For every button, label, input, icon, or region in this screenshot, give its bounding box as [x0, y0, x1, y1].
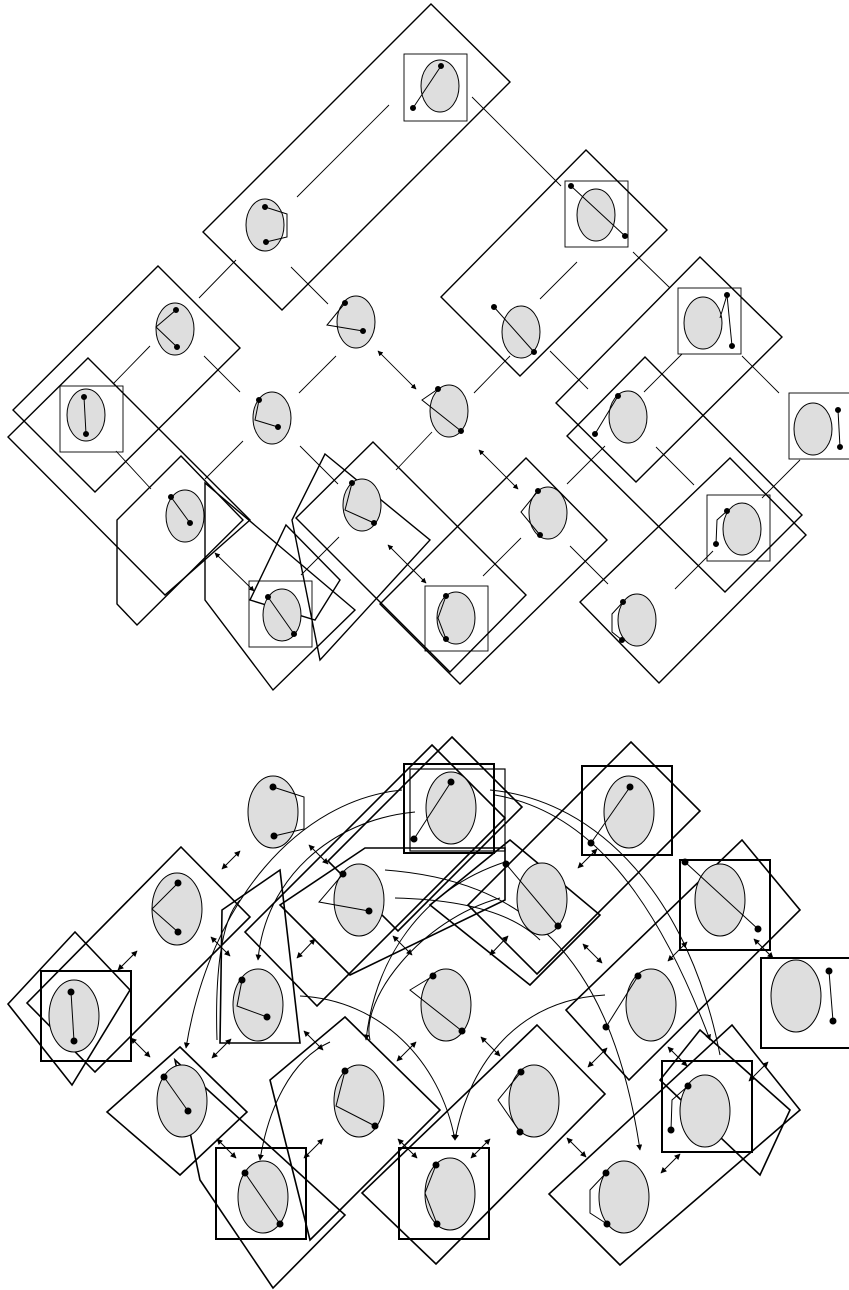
- node: [152, 873, 202, 945]
- node: [498, 1065, 559, 1137]
- region: [430, 840, 600, 985]
- node: [668, 1075, 730, 1147]
- node: [771, 960, 836, 1032]
- node: [334, 1065, 384, 1137]
- region: [441, 150, 667, 376]
- top-nodes: [67, 60, 843, 646]
- region: [468, 742, 700, 974]
- region: [280, 848, 505, 975]
- node: [319, 864, 384, 936]
- node: [410, 969, 471, 1041]
- node: [682, 859, 761, 936]
- region: [566, 840, 800, 1080]
- node: [253, 392, 291, 444]
- bottom-panel: [8, 737, 849, 1288]
- node: [503, 861, 567, 935]
- node: [343, 479, 381, 531]
- node: [492, 305, 541, 359]
- region: [203, 4, 510, 310]
- node: [327, 296, 375, 348]
- node: [67, 389, 105, 441]
- node: [411, 60, 460, 112]
- region: [8, 358, 250, 595]
- node: [590, 1161, 649, 1233]
- node: [49, 980, 99, 1052]
- node: [422, 385, 468, 437]
- node: [233, 969, 283, 1041]
- node: [684, 293, 735, 350]
- node: [263, 589, 301, 641]
- node: [612, 594, 656, 646]
- top-cluster-regions: [8, 4, 806, 690]
- node: [246, 199, 287, 251]
- node: [588, 776, 654, 848]
- node: [157, 1065, 207, 1137]
- node: [437, 592, 475, 644]
- node: [569, 184, 628, 242]
- node: [714, 503, 762, 555]
- node: [166, 490, 204, 542]
- node: [238, 1161, 288, 1233]
- node: [411, 772, 476, 844]
- node: [521, 487, 567, 539]
- node: [603, 969, 676, 1041]
- node: [794, 403, 843, 455]
- node: [593, 391, 648, 443]
- region: [13, 266, 240, 492]
- region: [567, 357, 802, 592]
- region: [556, 257, 782, 482]
- node: [425, 1158, 475, 1230]
- region: [205, 483, 355, 690]
- top-panel: [8, 4, 849, 690]
- node: [156, 303, 194, 355]
- top-arrows: [215, 351, 518, 591]
